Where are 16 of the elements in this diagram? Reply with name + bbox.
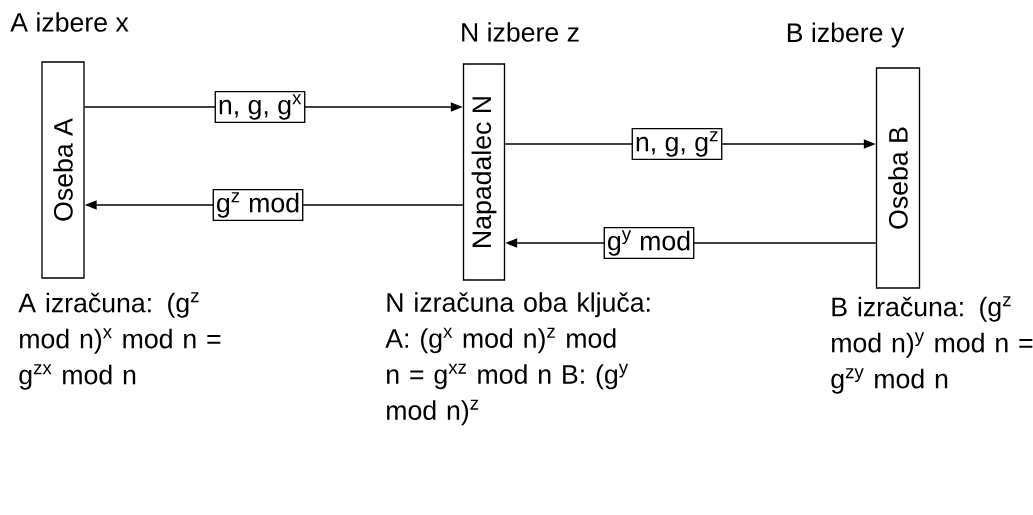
person-box (875, 67, 921, 289)
box-label: Napadalec N (471, 97, 497, 247)
heading-text: B izbere y (787, 22, 905, 48)
edge-label: n, g, g$^{z}$ (631, 127, 723, 161)
heading-text: A izbere x (10, 12, 129, 32)
box-label: Oseba A (53, 118, 73, 221)
heading-text: N izbere z (462, 22, 579, 42)
box-label: Oseba B (888, 127, 908, 229)
person-box (41, 61, 85, 279)
calculation-text: A izračuna: (g$^{z}$ mod n)$^{x}$ mod n = g$^{zx}$ mod n (18, 292, 221, 390)
calculation-text: N izračuna oba ključa: A: (g$^{x}$ mod n)$^{z}$ mod n = g$^{xz}$ mod n B: (g$^{y}$ mod n)$^{z}$ (385, 292, 650, 426)
edge-label: g$^{z}$ mod (212, 188, 304, 222)
edge-label: n, g, g$^{x}$ (214, 90, 306, 124)
calculation-text: B izračuna: (g$^{z}$ mod n)$^{y}$ mod n = g$^{zy}$ mod n (831, 296, 1033, 394)
edge-label: g$^{y}$ mod (603, 226, 695, 260)
person-box (462, 63, 506, 281)
